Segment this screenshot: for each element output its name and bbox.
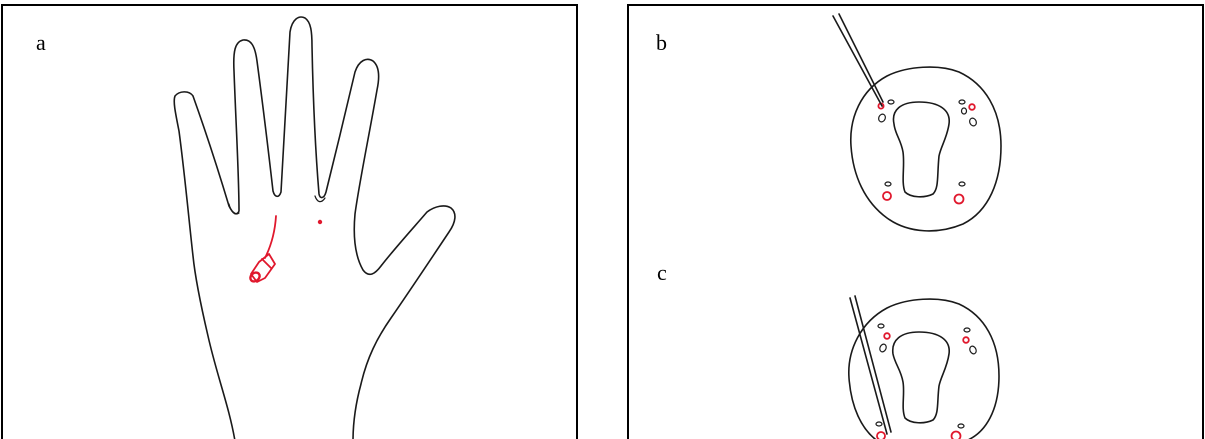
section-b-bone [893, 102, 949, 197]
vessel-c-3 [964, 328, 970, 332]
vessel-c-6 [958, 424, 964, 428]
vessel-c-4 [969, 345, 978, 355]
cross-section-drawings [629, 6, 1204, 439]
vessel-c-2 [879, 343, 888, 353]
vessel-b-red-4 [955, 195, 964, 204]
hand-outline [174, 17, 455, 439]
panel-bc-cross-sections: b c [627, 4, 1204, 439]
vessel-c-red-3 [877, 432, 885, 439]
vessel-b-1 [888, 100, 894, 104]
hand-drawing [3, 6, 578, 439]
vessel-c-5 [876, 422, 882, 426]
vessel-b-4 [968, 117, 977, 127]
vessel-b-red-2 [969, 104, 975, 110]
needle-hub-icon [249, 254, 275, 283]
vessel-b-2 [877, 113, 886, 123]
vessel-c-1 [878, 324, 884, 328]
panel-a-hand: a [1, 4, 578, 439]
section-c-bone [893, 332, 949, 423]
needle-shaft [265, 216, 276, 258]
cross-section-b [833, 14, 1001, 231]
vessel-b-red-3 [883, 192, 891, 200]
section-c-outline [849, 299, 999, 439]
vessel-c-red-4 [952, 432, 961, 439]
vessel-b-5 [962, 108, 967, 114]
vessel-b-7 [959, 182, 965, 186]
vessel-c-red-2 [963, 337, 969, 343]
vessel-c-red-1 [884, 333, 890, 339]
vessel-b-3 [959, 100, 965, 104]
injection-point-dot [318, 220, 322, 224]
cross-section-c [849, 296, 999, 439]
vessel-b-6 [885, 182, 891, 186]
needle-b-icon [833, 14, 883, 106]
